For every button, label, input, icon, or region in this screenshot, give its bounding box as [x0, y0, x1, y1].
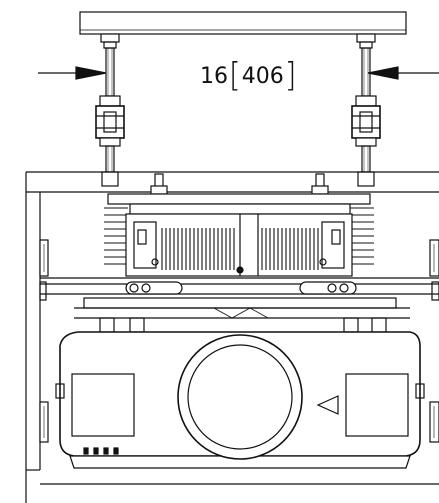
projector-body: [55, 331, 425, 469]
dimension-inches: 16: [200, 63, 228, 89]
dimension-arrow-left: [38, 66, 107, 80]
dimension-bracket-open: [: [229, 56, 241, 95]
left-threaded-rod: [95, 33, 125, 187]
frame-bolts: [150, 173, 329, 195]
dimension-label: 16 [ 406 ]: [200, 56, 297, 95]
mount-rail: [40, 277, 439, 333]
dimension-bracket-close: ]: [284, 56, 297, 95]
dimension-millimeters: 406: [241, 63, 284, 89]
ceiling-frame: [25, 171, 439, 503]
ceiling-plate: [79, 11, 407, 35]
right-threaded-rod: [351, 33, 381, 187]
dimension-arrow-right: [367, 66, 439, 80]
heatsink-assembly: [104, 193, 374, 277]
